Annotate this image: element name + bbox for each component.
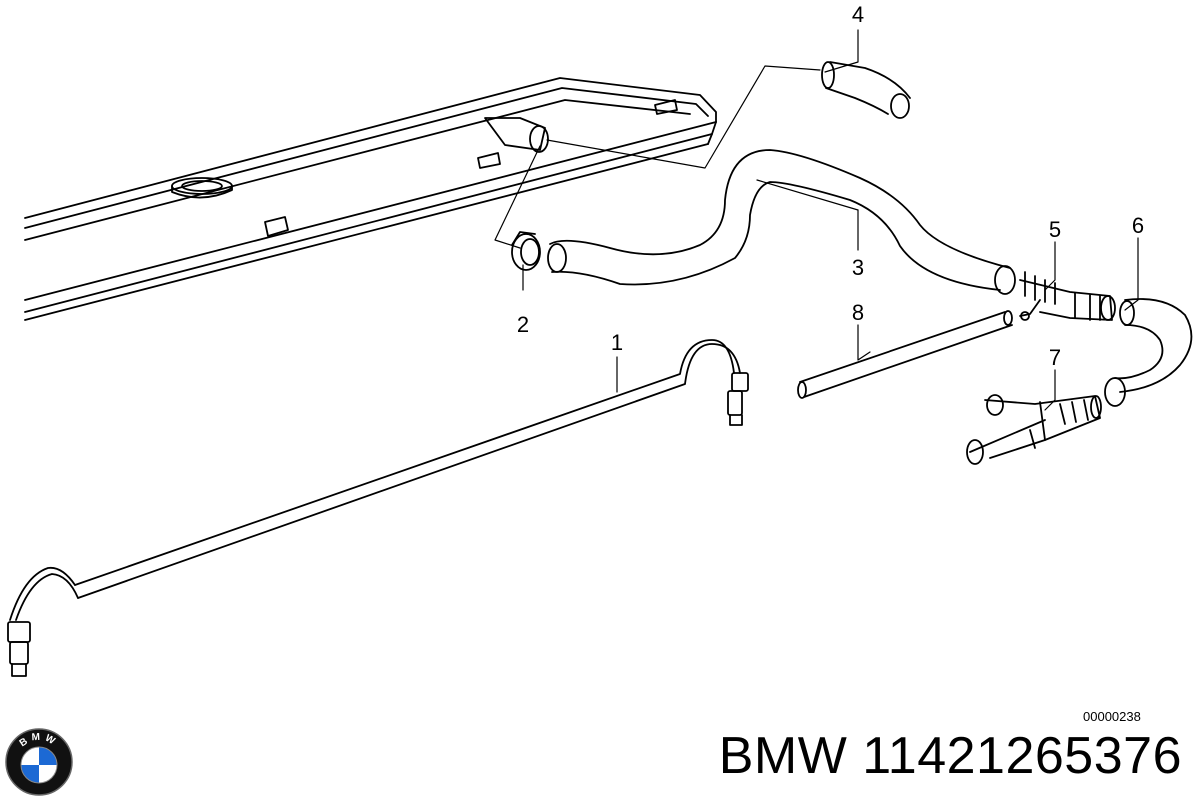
part-5-t-connector <box>1019 271 1116 321</box>
diagram-reference-code: 00000238 <box>1083 709 1141 724</box>
part-6-curved-hose <box>1104 298 1193 407</box>
callout-7: 7 <box>1049 345 1061 370</box>
callout-labels: 1 2 3 4 5 6 7 8 <box>517 2 1144 370</box>
part-7-valve <box>966 394 1102 465</box>
part-8-straight-hose <box>797 310 1013 399</box>
part-2-hose-clamp <box>511 231 541 271</box>
leader-lines <box>494 29 1139 411</box>
callout-6: 6 <box>1132 213 1144 238</box>
callout-8: 8 <box>852 300 864 325</box>
part-number-title: BMW 11421265376 <box>718 727 1182 785</box>
part-1-vent-pipe <box>7 339 749 677</box>
callout-5: 5 <box>1049 217 1061 242</box>
callout-3: 3 <box>852 255 864 280</box>
callout-4: 4 <box>852 2 864 27</box>
callout-1: 1 <box>611 330 623 355</box>
callout-2: 2 <box>517 312 529 337</box>
bmw-logo-icon: BMW <box>5 728 73 796</box>
valve-cover <box>24 77 717 321</box>
part-4-elbow-hose <box>821 61 911 119</box>
part-3-breather-hose <box>547 149 1016 295</box>
